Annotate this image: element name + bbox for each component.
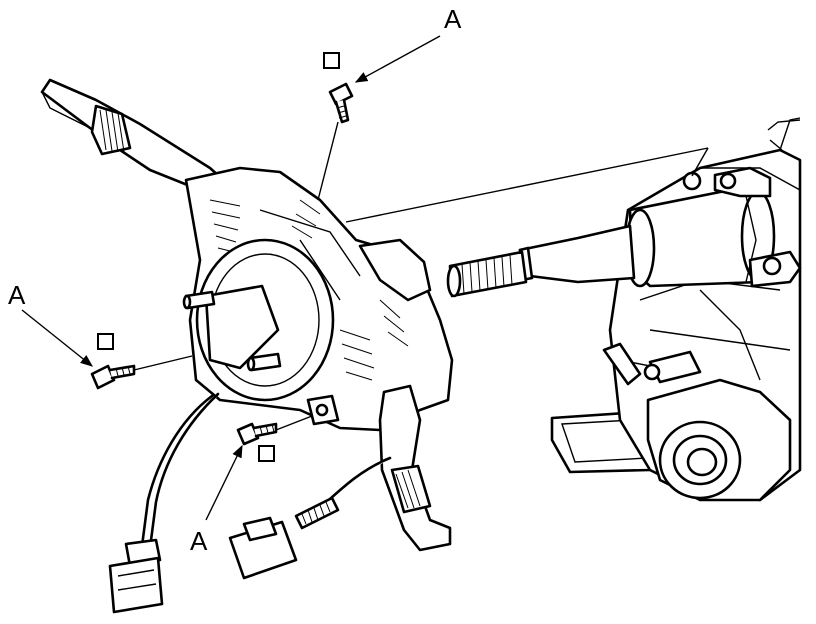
leader-lines bbox=[133, 121, 709, 431]
bolt-icon bbox=[90, 364, 136, 390]
combination-switch bbox=[40, 78, 454, 614]
callout-label-bottom: A bbox=[190, 526, 208, 556]
callout-label-top: A bbox=[444, 4, 462, 34]
checkbox-icon bbox=[323, 52, 340, 69]
bolt-icon bbox=[236, 422, 278, 446]
callout-label-left: A bbox=[8, 280, 26, 310]
arrow-icon bbox=[21, 35, 441, 521]
bolt-icon bbox=[328, 82, 354, 124]
steering-column bbox=[446, 117, 802, 502]
checkbox-icon bbox=[97, 333, 114, 350]
checkbox-icon bbox=[258, 445, 275, 462]
